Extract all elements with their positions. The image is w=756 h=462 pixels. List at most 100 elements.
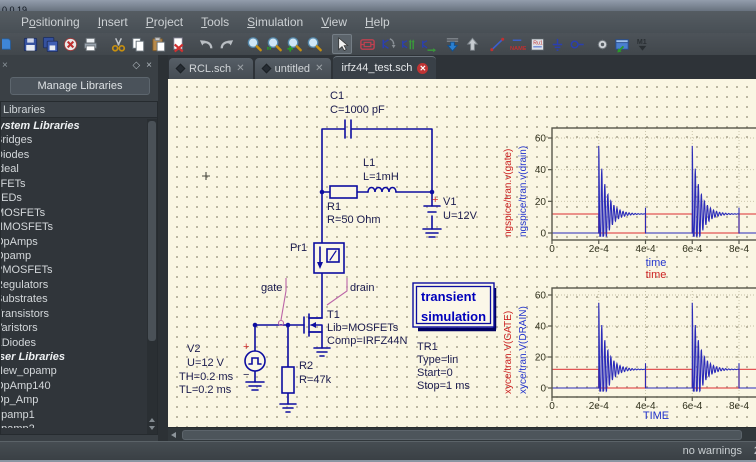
library-item-opamp1[interactable]: opamp1 xyxy=(1,408,35,421)
library-item-LEDs[interactable]: LEDs xyxy=(1,192,22,205)
menu-view[interactable]: View xyxy=(321,15,347,29)
menu-positioning[interactable]: Positioning xyxy=(21,15,80,29)
component-pr1-probe[interactable]: Pr1 xyxy=(290,242,345,274)
manage-libraries-button[interactable]: Manage Libraries xyxy=(10,77,150,95)
component-v2-pulse-source[interactable]: + − V2 U=12 V TH=0.2 ms TL=0.2 ms xyxy=(179,341,266,396)
library-item-System-Libraries[interactable]: System Libraries xyxy=(1,120,80,132)
scroll-up-icon[interactable] xyxy=(149,418,155,422)
component-v1[interactable]: + V1 U=12V xyxy=(422,194,478,238)
file-partial-icon[interactable] xyxy=(0,34,20,54)
print-icon[interactable] xyxy=(80,34,100,54)
library-item-Bridges[interactable]: Bridges xyxy=(1,134,33,147)
tab-untitled[interactable]: untitled✕ xyxy=(254,58,332,79)
tab-label: RCL.sch xyxy=(189,62,232,75)
library-item-OpAmp140[interactable]: OpAmp140 xyxy=(0,379,51,392)
tab-close-icon[interactable]: ✕ xyxy=(315,63,324,74)
x-axis-label: TIME xyxy=(643,410,669,422)
tab-close-icon[interactable]: ✕ xyxy=(417,62,429,74)
paste-icon[interactable] xyxy=(148,34,168,54)
insert-wire-icon[interactable] xyxy=(487,34,507,54)
wire-label-gate[interactable]: gate xyxy=(261,278,287,327)
scroll-down-icon[interactable] xyxy=(149,426,155,430)
deactivate-component-icon[interactable] xyxy=(357,34,377,54)
menu-help[interactable]: Help xyxy=(365,15,390,29)
svg-text:M1: M1 xyxy=(636,38,646,46)
library-item-PMOSFETs[interactable]: PMOSFETs xyxy=(0,264,53,277)
component-r2[interactable]: R2 R=47k xyxy=(279,360,332,413)
insert-ground-icon[interactable] xyxy=(547,34,567,54)
simulate-icon[interactable] xyxy=(592,34,612,54)
wire-label-drain[interactable]: drain xyxy=(326,278,374,306)
zoom-window-icon[interactable] xyxy=(244,34,264,54)
library-item-Substrates[interactable]: Substrates xyxy=(0,293,48,306)
menu-insert[interactable]: Insert xyxy=(97,15,128,29)
mirror-vertical-icon[interactable] xyxy=(397,34,417,54)
insert-equation-icon[interactable]: Ru1 xyxy=(527,34,547,54)
library-item-OpAmps[interactable]: OpAmps xyxy=(1,235,38,248)
dock-float-icon[interactable]: ◇ xyxy=(132,59,141,71)
redo-icon[interactable] xyxy=(216,34,236,54)
transient-simulation-block[interactable]: transient simulation TR1 Type=lin Start=… xyxy=(412,282,497,392)
menu-simulation[interactable]: Simulation xyxy=(247,15,304,29)
hscrollbar-thumb[interactable] xyxy=(182,430,742,440)
component-l1[interactable]: L1 L=1mH xyxy=(363,157,399,193)
tab-RCL-sch[interactable]: RCL.sch ✕ xyxy=(169,58,253,79)
dock-splitter[interactable] xyxy=(158,55,168,441)
component-t1-mosfet[interactable]: T1 Lib=MOSFETs Comp=IRFZ44N xyxy=(303,309,407,357)
scrollbar-thumb[interactable] xyxy=(148,121,156,341)
set-marker-icon[interactable]: M1 xyxy=(632,34,652,54)
x-tick-label: 0 xyxy=(549,244,555,255)
library-item-New_opamp[interactable]: New_opamp xyxy=(0,365,57,378)
save-icon[interactable] xyxy=(20,34,40,54)
zoom-in-icon[interactable] xyxy=(284,34,304,54)
close-document-icon[interactable] xyxy=(60,34,80,54)
schematic-canvas[interactable]: C1 C=1000 pF R1 R=50 Ohm L1 L=1mH xyxy=(168,79,756,427)
zoom-one-icon[interactable] xyxy=(264,34,284,54)
tab-close-icon[interactable]: ✕ xyxy=(236,63,245,74)
library-item-Regulators[interactable]: Regulators xyxy=(0,278,49,291)
library-item-Transistors[interactable]: Transistors xyxy=(0,307,49,320)
component-r1[interactable]: R1 R=50 Ohm xyxy=(327,185,381,226)
zoom-out-icon[interactable] xyxy=(304,34,324,54)
go-into-subcircuit-icon[interactable] xyxy=(442,34,462,54)
library-item-MOSFETs[interactable]: MOSFETs xyxy=(0,206,46,219)
canvas-horizontal-scrollbar[interactable] xyxy=(168,427,756,441)
component-c1[interactable]: C1 C=1000 pF xyxy=(330,90,385,139)
mirror-horizontal-icon[interactable] xyxy=(417,34,437,54)
library-item-Opamp[interactable]: Opamp xyxy=(1,249,32,262)
y-axis-label: xyce/tran.V(DRAIN) xyxy=(518,306,529,394)
library-item-opamp2[interactable]: opamp2 xyxy=(1,422,147,428)
cut-icon[interactable] xyxy=(108,34,128,54)
menu-project[interactable]: Project xyxy=(145,15,184,29)
pop-out-icon[interactable] xyxy=(462,34,482,54)
dock-close-icon[interactable]: × xyxy=(146,59,152,71)
library-item-Varistors[interactable]: Varistors xyxy=(1,322,38,335)
delete-icon[interactable] xyxy=(168,34,188,54)
pointer-icon[interactable] xyxy=(332,34,352,54)
x-tick-label: 6e-4 xyxy=(682,244,702,255)
copy-icon[interactable] xyxy=(128,34,148,54)
view-data-display-icon[interactable] xyxy=(612,34,632,54)
library-item-JFETs[interactable]: JFETs xyxy=(0,177,26,190)
scroll-left-icon[interactable] xyxy=(171,432,176,438)
menu-tools[interactable]: Tools xyxy=(201,15,230,29)
library-item-Op_Amp[interactable]: Op_Amp xyxy=(1,394,39,407)
libraries-scrollbar[interactable] xyxy=(147,119,157,434)
insert-port-icon[interactable] xyxy=(567,34,587,54)
library-item-ZDiodes[interactable]: ZDiodes xyxy=(1,336,36,349)
undo-icon[interactable] xyxy=(196,34,216,54)
x-tick-label: 4e-4 xyxy=(635,244,655,255)
save-all-icon[interactable] xyxy=(40,34,60,54)
insert-label-icon[interactable]: NAME xyxy=(507,34,527,54)
library-item-Diodes[interactable]: Diodes xyxy=(1,148,30,161)
library-item-Ideal[interactable]: Ideal xyxy=(1,163,19,176)
library-item-NMOSFETs[interactable]: NMOSFETs xyxy=(0,221,54,234)
v2-tl: TL=0.2 ms xyxy=(179,384,232,396)
tab-irfz44_test-sch[interactable]: irfz44_test.sch✕ xyxy=(333,56,437,79)
rotate-component-icon[interactable] xyxy=(377,34,397,54)
title-bar[interactable]: 0.0.19 xyxy=(0,0,756,11)
library-item-User-Libraries[interactable]: User Libraries xyxy=(1,351,65,363)
